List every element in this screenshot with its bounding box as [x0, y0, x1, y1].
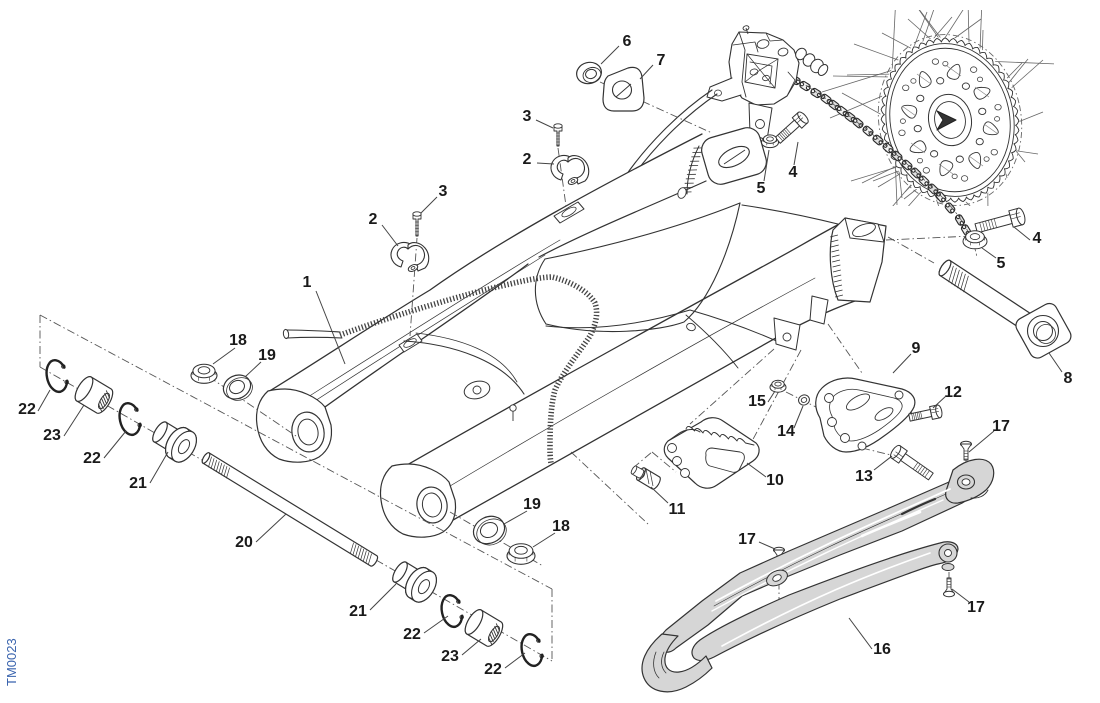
- svg-text:16: 16: [873, 641, 891, 658]
- svg-text:8: 8: [1064, 370, 1073, 387]
- svg-text:22: 22: [18, 401, 36, 418]
- svg-text:23: 23: [43, 427, 61, 444]
- svg-text:14: 14: [777, 423, 795, 440]
- svg-text:5: 5: [997, 255, 1006, 272]
- svg-text:4: 4: [1033, 230, 1042, 247]
- svg-text:17: 17: [992, 418, 1010, 435]
- svg-text:9: 9: [912, 340, 921, 357]
- svg-text:22: 22: [403, 626, 421, 643]
- svg-text:6: 6: [623, 33, 632, 50]
- svg-text:21: 21: [349, 603, 367, 620]
- svg-text:18: 18: [229, 332, 247, 349]
- svg-text:17: 17: [738, 531, 756, 548]
- svg-text:2: 2: [523, 151, 532, 168]
- svg-text:7: 7: [657, 52, 666, 69]
- svg-text:13: 13: [855, 468, 873, 485]
- svg-text:20: 20: [235, 534, 253, 551]
- svg-text:12: 12: [944, 384, 962, 401]
- svg-text:19: 19: [523, 496, 541, 513]
- svg-text:15: 15: [748, 393, 766, 410]
- svg-text:22: 22: [83, 450, 101, 467]
- svg-text:TM0023: TM0023: [4, 638, 19, 686]
- svg-text:21: 21: [129, 475, 147, 492]
- svg-text:5: 5: [757, 180, 766, 197]
- svg-text:23: 23: [441, 648, 459, 665]
- svg-text:11: 11: [669, 501, 686, 518]
- svg-text:1: 1: [303, 274, 312, 291]
- svg-text:17: 17: [967, 599, 985, 616]
- svg-text:18: 18: [552, 518, 570, 535]
- svg-text:10: 10: [766, 472, 784, 489]
- svg-text:2: 2: [369, 211, 378, 228]
- svg-text:4: 4: [789, 164, 798, 181]
- svg-text:3: 3: [439, 183, 448, 200]
- svg-text:3: 3: [523, 108, 532, 125]
- svg-text:22: 22: [484, 661, 502, 678]
- svg-text:19: 19: [258, 347, 276, 364]
